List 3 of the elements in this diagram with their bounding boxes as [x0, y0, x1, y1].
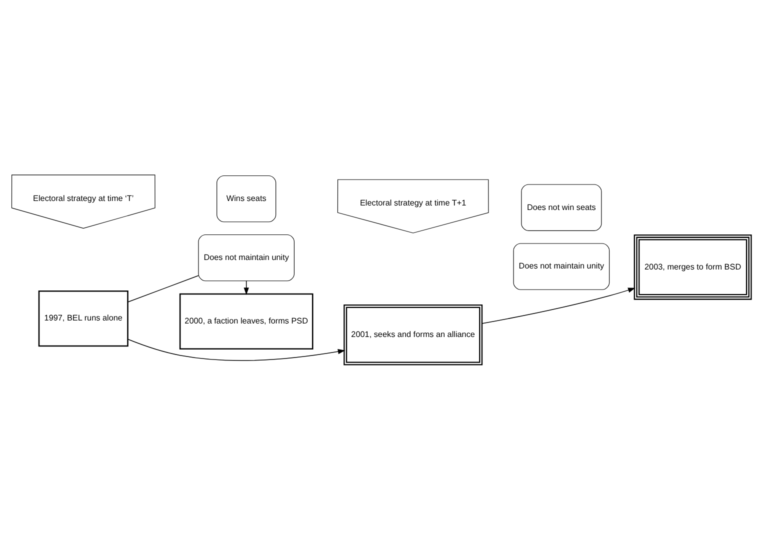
connector [128, 275, 199, 302]
arrow [482, 288, 636, 324]
arrow [128, 338, 346, 361]
